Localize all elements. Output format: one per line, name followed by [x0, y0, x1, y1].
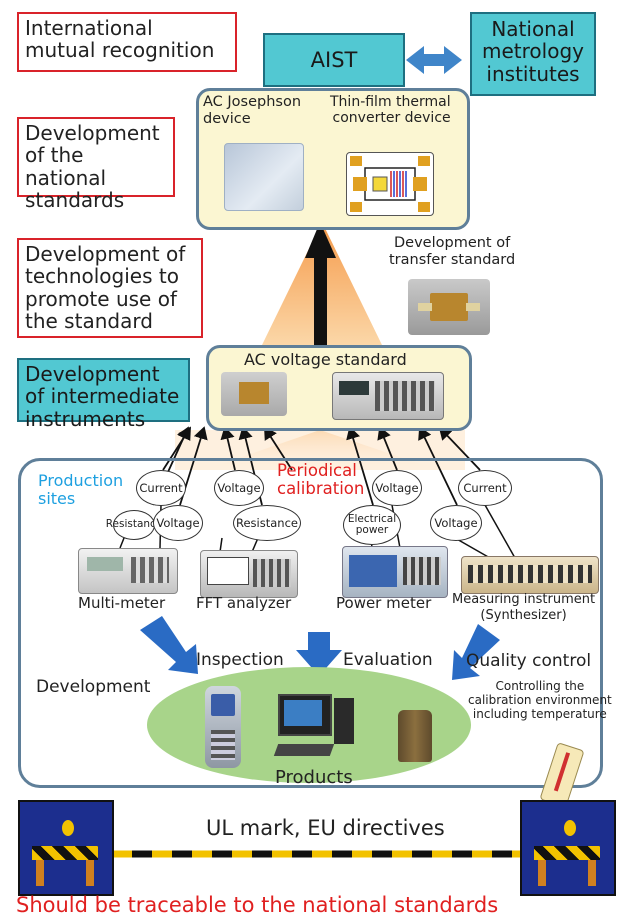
label-intermediate-instruments: Development of intermediate instruments: [17, 358, 190, 430]
aist-box: AIST: [263, 33, 405, 87]
controlling-environment-label: Controlling the calibration environment …: [468, 679, 612, 721]
mobile-phone-image: [205, 686, 241, 768]
disc-spindle-image: [398, 710, 432, 762]
quality-control-label: Quality control: [466, 651, 592, 671]
quantity-voltage-4: Voltage: [430, 505, 482, 541]
production-sites-label: Production sites: [38, 471, 124, 509]
left-barrier-sign-icon: [18, 800, 114, 896]
fft-analyzer-image: [200, 550, 298, 598]
ac-standard-calibrator-image: [332, 372, 444, 420]
double-arrow: [406, 46, 462, 74]
inspection-label: Inspection: [196, 650, 284, 670]
label-national-standards: Development of the national standards: [17, 117, 175, 211]
production-sites-frame: [18, 458, 603, 788]
synthesizer-image: [461, 556, 599, 594]
right-barrier-sign-icon: [520, 800, 616, 896]
products-label: Products: [275, 767, 353, 788]
ul-mark-label: UL mark, EU directives: [206, 816, 445, 840]
multimeter-label: Multi-meter: [78, 594, 166, 612]
blue-arrows: [140, 616, 500, 680]
thin-film-converter-image: [346, 152, 434, 216]
thin-film-label: Thin-film thermal converter device: [330, 94, 451, 127]
measuring-instrument-label: Measuring instrument (Synthesizer): [452, 592, 596, 623]
evaluation-label: Evaluation: [343, 650, 433, 670]
traceability-footer: Should be traceable to the national stan…: [16, 893, 499, 917]
quantity-resistance-1: Resistance: [106, 510, 162, 540]
power-meter-image: [342, 546, 448, 598]
computer-image: [273, 694, 358, 762]
quantity-resistance-2: Resistance: [233, 505, 301, 541]
quantity-voltage-1: Voltage: [153, 505, 203, 541]
ac-josephson-label: AC Josephson device: [203, 94, 302, 127]
power-meter-label: Power meter: [336, 594, 432, 612]
periodical-calibration-label: Periodical calibration: [277, 461, 365, 499]
quantity-current-1: Current: [136, 470, 186, 506]
label-technologies: Development of technologies to promote u…: [17, 238, 203, 338]
ac-josephson-chip-image: [224, 143, 304, 211]
label-mutual-recognition: International mutual recognition: [17, 12, 237, 72]
quantity-electrical-power: Electrical power: [343, 505, 401, 545]
development-label: Development: [36, 677, 151, 697]
transfer-standard-label: Development of transfer standard: [389, 235, 516, 268]
quantity-voltage-2: Voltage: [214, 470, 264, 506]
ac-standard-converter-image: [221, 372, 287, 416]
fft-analyzer-label: FFT analyzer: [196, 594, 292, 612]
traceability-arrow: [305, 222, 336, 345]
transfer-standard-image: [408, 279, 490, 335]
nmi-box: National metrology institutes: [470, 12, 596, 96]
multimeter-image: [78, 548, 178, 594]
ac-voltage-standard-label: AC voltage standard: [244, 350, 407, 369]
quantity-current-2: Current: [458, 470, 512, 506]
quantity-voltage-3: Voltage: [372, 470, 422, 506]
